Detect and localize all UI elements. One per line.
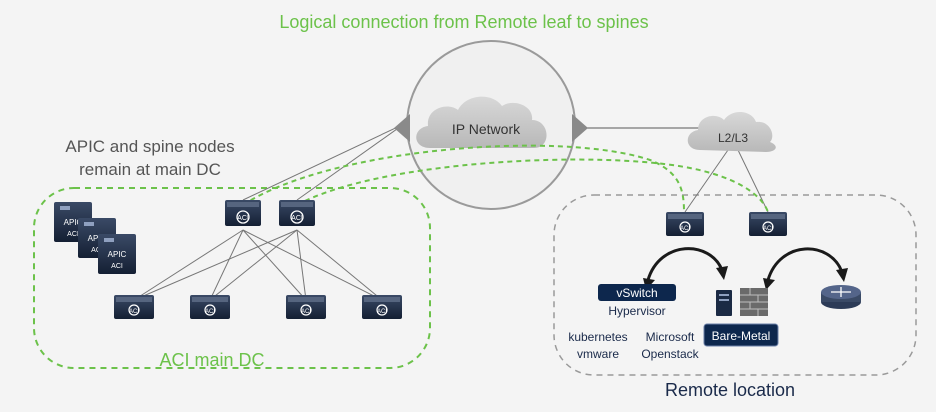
apic-note-line1: APIC and spine nodes [65,137,234,156]
svg-text:ACI: ACI [129,309,139,315]
apic-cluster: APIC ACI APIC ACI APIC ACI [54,202,136,274]
spine-switch: ACI [224,199,262,227]
ip-network-label: IP Network [452,121,521,137]
hypervisor-label: Hypervisor [608,304,665,318]
diagram-title: Logical connection from Remote leaf to s… [279,12,648,32]
spine-switch: ACI [278,199,316,227]
router-icon [821,285,861,309]
svg-text:ACI: ACI [67,231,79,238]
aci-main-dc-region [33,187,431,369]
bare-metal-label: Bare-Metal [712,329,771,343]
svg-text:ACI: ACI [377,309,387,315]
remote-location-label: Remote location [665,380,795,400]
l2l3-label: L2/L3 [718,131,748,145]
svg-text:ACI: ACI [680,226,690,232]
arrow-head-icon [716,266,728,280]
remote-arrows [646,247,844,281]
vswitch-label: vSwitch [616,286,657,300]
l2l3-cloud [687,111,776,152]
vmware-label: vmware [577,347,619,361]
aci-main-dc-label: ACI main DC [159,350,264,370]
remote-leaf-switch: ACI [749,212,787,236]
magnifier-right-pointer [572,114,588,142]
microsoft-label: Microsoft [646,330,695,344]
leaf-switch: ACI [114,295,154,319]
svg-text:APIC: APIC [64,218,83,227]
svg-text:APIC: APIC [108,250,127,259]
svg-text:ACI: ACI [763,226,773,232]
svg-text:ACI: ACI [111,263,123,270]
svg-text:APIC: APIC [88,234,107,243]
remote-location-region [553,194,917,376]
remote-leaf-uplinks [684,149,769,213]
spine-uplinks [242,123,405,201]
bare-metal-badge [703,323,779,347]
openstack-label: Openstack [641,347,699,361]
kubernetes-label: kubernetes [568,330,627,344]
vswitch-badge [598,284,676,301]
server-icon [716,290,732,316]
svg-text:ACI: ACI [301,309,311,315]
arrow-head-icon [836,268,848,282]
apic-server: APIC ACI [98,234,136,274]
logical-connections [242,144,769,213]
ip-network-cloud [416,96,547,148]
leaf-switch: ACI [190,295,230,319]
svg-text:ACI: ACI [291,215,303,222]
arrow-head-icon [763,278,775,290]
svg-text:ACI: ACI [237,215,249,222]
remote-leaf-switch: ACI [666,212,704,236]
magnifier-left-pointer [394,114,410,142]
leaf-switch: ACI [362,295,402,319]
firewall-icon [740,288,768,316]
svg-text:ACI: ACI [91,247,103,254]
spine-leaf-mesh [133,229,383,301]
svg-text:ACI: ACI [205,309,215,315]
apic-note-line2: remain at main DC [79,160,221,179]
leaf-switch: ACI [286,295,326,319]
